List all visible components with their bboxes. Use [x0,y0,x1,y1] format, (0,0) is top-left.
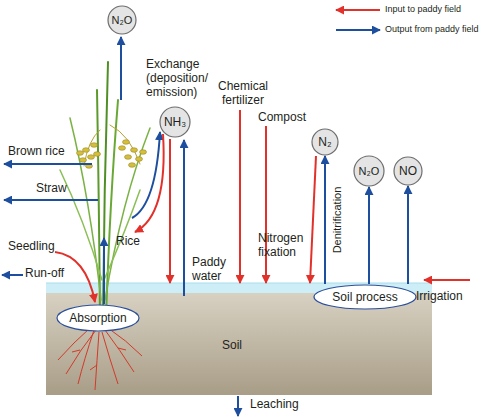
flow-arrow [135,134,164,232]
node-text: NO [399,165,417,177]
node-text: Soil process [332,291,397,303]
node-shape [108,6,136,34]
flow-label: Rice [116,234,140,248]
rice-grain [83,148,90,153]
flow-label: Brown rice [8,144,65,158]
gas-circle: N₂O [353,155,385,187]
rice-grain [91,143,98,148]
node-shape [354,156,384,186]
legend-arrow [336,9,380,11]
flow-label: Chemical fertilizer [208,79,278,107]
process-ellipse: Absorption [56,304,140,332]
flow-label: Straw [36,181,67,195]
root [90,365,97,370]
legend-text: Input to paddy field [385,4,461,15]
gas-circle: NH₃ [159,106,191,138]
rice-roots [58,328,142,390]
flow-arrow [310,156,316,283]
flow-arrow [239,110,241,283]
flow-label: Nitrogen fixation [258,231,310,259]
input-arrows [55,110,470,302]
flow-connector [324,156,326,284]
rice-leaf [105,128,150,300]
flow-label: Seedling [8,239,55,253]
flow-label: Paddy water [192,255,232,283]
flow-connector [407,186,409,284]
process-ellipse: Soil process [313,284,417,310]
flow-label: Irrigation [416,289,463,303]
root [95,332,99,390]
rice-grain [94,152,101,157]
rice-grain [129,163,136,168]
node-shape [314,285,416,309]
node-shape [160,107,190,137]
output-arrows [2,37,238,416]
root [102,332,118,384]
gas-circle: N₂O [107,5,137,35]
rice-grain [119,146,126,151]
flow-arrow [4,199,98,201]
flow-arrow [2,274,23,276]
node-text: Absorption [69,312,126,324]
node-text: N₂ [318,136,331,148]
root [58,328,90,360]
flow-arrow [169,139,171,283]
flow-label: Exchange (deposition/ emission) [146,57,218,99]
flow-arrow [237,396,239,416]
flow-label: Soil [222,338,242,352]
rice-grain [88,155,95,160]
root [72,350,80,352]
root [108,328,142,356]
rice-leaf [104,190,140,280]
flow-arrow [265,126,267,283]
gas-circle: N₂ [311,128,339,156]
legend-arrow [336,29,380,31]
rice-grain [80,158,87,163]
rice-grain [136,157,143,162]
flow-arrow [424,279,470,281]
edge-label: Denitrification [331,187,343,254]
flow-arrow [120,37,122,100]
root [78,330,94,384]
rice-grain [125,155,132,160]
flow-label: Run-off [25,266,64,280]
legend-text: Output from paddy field [385,24,479,35]
flow-connector [368,187,370,284]
flow-arrow [4,163,92,165]
rice-grain [131,148,138,153]
flow-arrow [103,238,105,304]
node-shape [57,305,139,331]
gas-circle: NO [393,156,423,186]
node-shape [312,129,338,155]
node-shape [394,157,422,185]
rice-grain [140,150,147,155]
rice-grain [123,140,130,145]
root [118,348,126,350]
node-text: NH₃ [164,116,186,128]
node-text: N₂O [112,15,133,26]
node-text: N₂O [359,166,380,177]
flow-label: Leaching [250,397,299,411]
rice-plant [60,62,150,318]
rice-grain [77,151,84,156]
flow-arrow [183,140,185,296]
flow-label: Compost [258,110,306,124]
